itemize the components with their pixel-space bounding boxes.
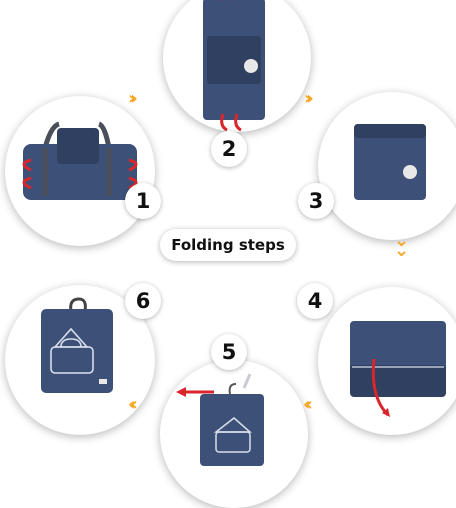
step-5-badge: 5	[211, 334, 247, 370]
step-5-image	[160, 360, 308, 508]
step-2-badge: 2	[211, 131, 247, 167]
step-6-badge: 6	[125, 283, 161, 319]
step-1-image	[5, 96, 155, 246]
step-3-image	[318, 92, 456, 240]
step-4-badge: 4	[297, 283, 333, 319]
flow-arrow-5-to-6-icon: ‹‹	[128, 394, 138, 415]
step-2-image	[163, 0, 311, 132]
title-label: Folding steps	[160, 229, 296, 261]
flow-arrow-4-to-5-icon: ‹‹	[303, 394, 313, 415]
step-4-image	[318, 287, 456, 435]
step-1-badge: 1	[125, 183, 161, 219]
step-3-badge: 3	[298, 183, 334, 219]
flow-arrow-3-to-4-icon: ⌄⌄	[394, 230, 410, 261]
flow-arrow-1-to-2-icon: ››	[128, 88, 138, 109]
flow-arrow-2-to-3-icon: ››	[304, 88, 314, 109]
